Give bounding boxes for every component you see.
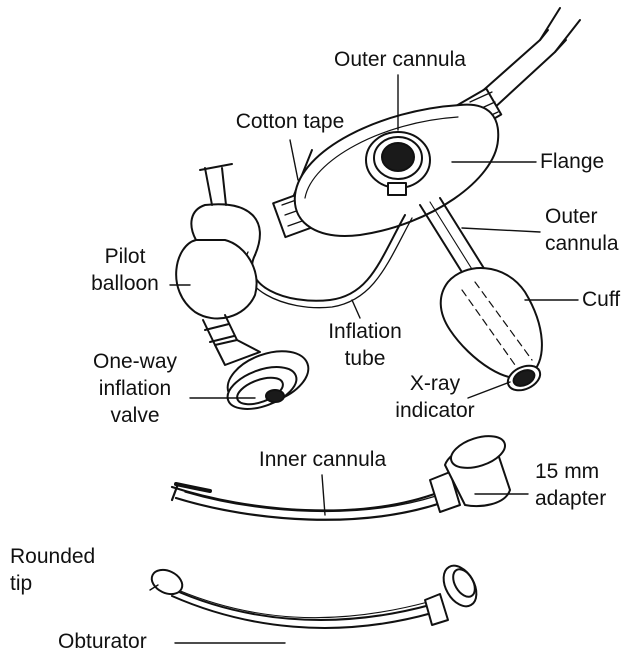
adapter-connector: [430, 430, 510, 512]
label-rounded-line2: tip: [10, 572, 32, 596]
label-inner-cannula: Inner cannula: [230, 448, 415, 472]
obturator-rod: [148, 560, 483, 628]
label-outer-side-line2: cannula: [545, 232, 619, 256]
label-xray-line2: indicator: [380, 399, 490, 423]
label-outer-side-line1: Outer: [545, 205, 598, 229]
label-xray-line1: X-ray: [380, 372, 490, 396]
label-oneway-line3: valve: [70, 404, 200, 428]
label-inflation-line2: tube: [300, 347, 430, 371]
label-cotton-tape: Cotton tape: [215, 110, 365, 134]
pilot-balloon-shape: [176, 240, 256, 318]
label-flange: Flange: [540, 150, 604, 174]
inner-cannula-tube: [172, 484, 444, 520]
cuff-balloon: [441, 268, 542, 378]
label-pilot-line1: Pilot: [70, 245, 180, 269]
label-adapter-line1: 15 mm: [535, 460, 599, 484]
label-pilot-line2: balloon: [70, 272, 180, 296]
label-outer-cannula-top: Outer cannula: [300, 48, 500, 72]
label-obturator: Obturator: [58, 630, 147, 654]
label-inflation-line1: Inflation: [300, 320, 430, 344]
label-cuff: Cuff: [582, 288, 620, 312]
label-oneway-line1: One-way: [70, 350, 200, 374]
label-adapter-line2: adapter: [535, 487, 606, 511]
label-oneway-line2: inflation: [70, 377, 200, 401]
label-rounded-line1: Rounded: [10, 545, 95, 569]
